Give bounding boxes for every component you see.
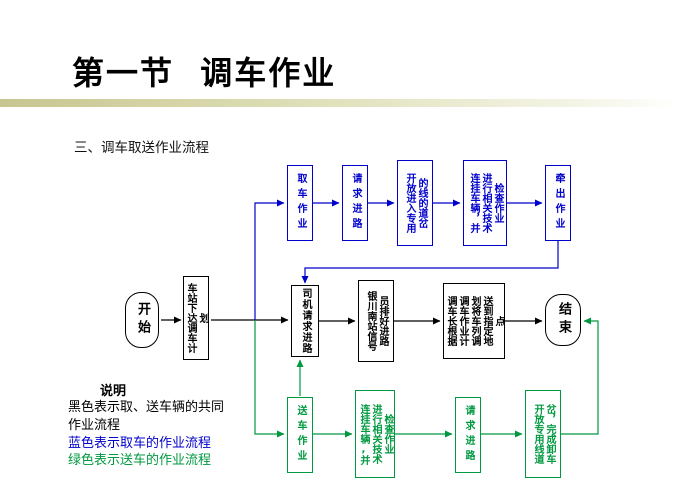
flow-box-couple-inspect-pickup: 连挂车辆，并进行相关技术检查作业 (463, 160, 507, 246)
arrow-branch-to-delivery (254, 320, 285, 438)
slide-subtitle: 三、调车取送作业流程 (74, 140, 209, 156)
legend-common-line2: 作业流程 (68, 418, 121, 433)
flow-box-open-switch-pickup: 开放进入专用的线的道岔 (397, 160, 433, 246)
flow-box-request-route-pickup: 请求进路 (342, 165, 368, 241)
flow-box-end: 结束 (545, 294, 581, 346)
flow-box-pullout-operation: 牵出作业 (545, 165, 571, 241)
flow-box-delivery-operation: 送车作业 (287, 397, 313, 473)
flow-box-pickup-operation: 取车作业 (287, 165, 313, 241)
flow-box-driver-request-route: 司机请求进路 (291, 285, 319, 357)
arrow-unload-to-end (561, 317, 599, 435)
flow-box-signalman-set-route: 银川南站信号员排好进路 (358, 280, 394, 362)
legend-heading: 说明 (100, 384, 127, 399)
flow-box-start: 开始 (125, 292, 159, 348)
legend-pickup-line: 蓝色表示取车的作业流程 (68, 436, 212, 451)
flow-box-foreman-dispatch: 调车长根据调车作业计划将车列调送到指定地点 (443, 283, 505, 359)
page-title: 第一节 调车作业 (72, 54, 337, 92)
title-divider-bar (0, 99, 680, 107)
flow-box-open-switch-unload: 开放专用线道岔，完成卸车 (525, 390, 561, 478)
arrow-pullout-to-driver-request (301, 241, 559, 284)
flow-box-station-plan: 车站下达调车计划 (183, 276, 209, 360)
legend-delivery-line: 绿色表示送车的作业流程 (68, 453, 212, 468)
arrow-branch-to-pickup (254, 199, 285, 320)
flow-box-couple-inspect-delivery: 连挂车辆,并进行相关技术检查作业 (355, 390, 395, 478)
flow-box-request-route-delivery: 请求进路 (455, 397, 481, 473)
legend-common-line1: 黑色表示取、送车辆的共同 (68, 400, 225, 415)
